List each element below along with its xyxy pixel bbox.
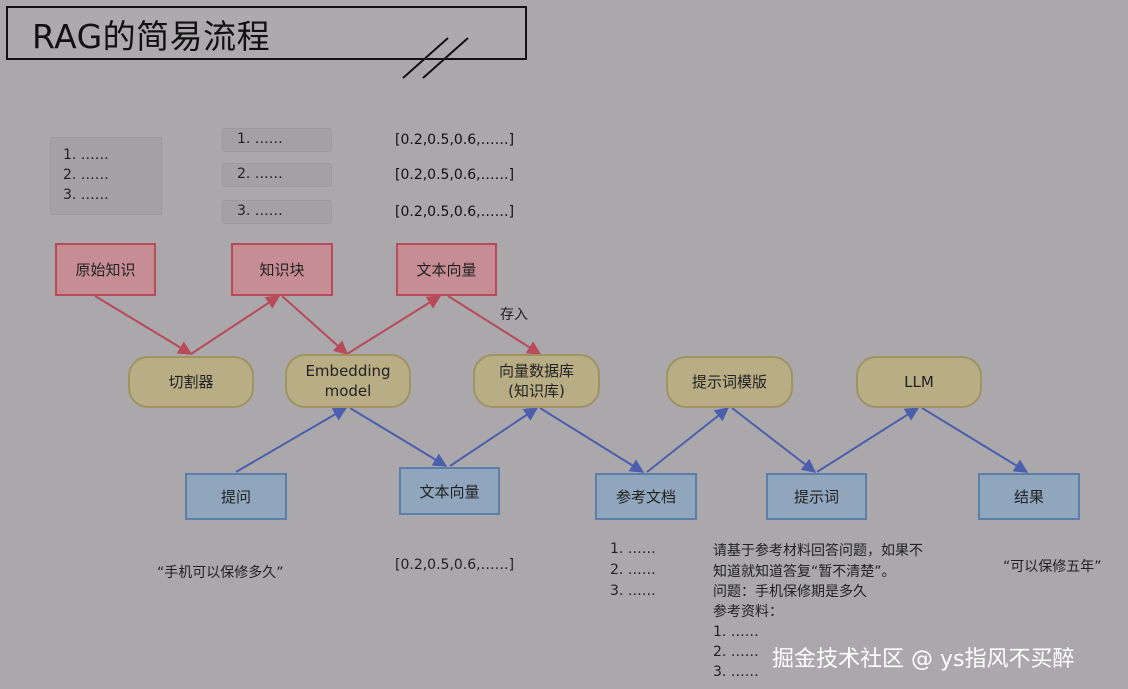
prompt-text-line: 2. …… [713,644,759,660]
prompt-text-line: 请基于参考材料回答问题，如果不 [713,543,923,559]
node-vector-db: 向量数据库 (知识库) [473,354,600,408]
prompt-text-line: 问题：手机保修期是多久 [713,584,867,600]
node-label: 知识块 [259,261,305,279]
node-embedding-model: Embedding model [285,354,411,408]
list-item: 3. …… [63,187,109,203]
node-label: model [324,382,372,400]
vector-text: [0.2,0.5,0.6,……] [395,132,515,148]
node-label: 提示词 [793,488,839,506]
node-question: 提问 [185,473,287,520]
vector-text: [0.2,0.5,0.6,……] [395,204,515,220]
node-label: LLM [904,373,934,391]
chunk-row: 1. …… [222,128,332,152]
ref-list-item: 3. …… [610,583,656,599]
question-text: “手机可以保修多久” [157,565,284,581]
node-text-vector-top: 文本向量 [396,243,497,296]
watermark: 掘金技术社区 @ ys指风不买醉 [772,647,1075,672]
result-text: “可以保修五年” [1003,559,1102,575]
node-knowledge-chunk: 知识块 [231,243,333,296]
node-label: 结果 [1013,488,1044,506]
store-label: 存入 [500,307,528,323]
node-raw-knowledge: 原始知识 [55,243,156,296]
ref-list-item: 2. …… [610,562,656,578]
prompt-text-line: 参考资料： [713,604,783,620]
node-label: 文本向量 [419,482,480,501]
node-result: 结果 [978,473,1080,520]
node-text-vector-bottom: 文本向量 [399,467,500,515]
node-llm: LLM [856,356,982,408]
node-label: 原始知识 [75,261,136,279]
node-label: 参考文档 [615,488,676,506]
vector-text-bottom: [0.2,0.5,0.6,……] [395,557,515,573]
prompt-text-line: 1. …… [713,624,759,640]
node-prompt-template: 提示词模版 [666,356,793,408]
node-splitter: 切割器 [128,356,254,408]
title-frame [6,6,527,60]
ref-list-item: 1. …… [610,541,656,557]
raw-knowledge-list: 1. …… 2. …… 3. …… [50,137,162,215]
node-label: 切割器 [168,373,214,391]
chunk-row: 2. …… [222,163,332,187]
node-reference-docs: 参考文档 [595,473,697,520]
list-item: 1. …… [63,147,109,163]
node-prompt: 提示词 [766,473,867,520]
list-item: 2. …… [63,167,109,183]
prompt-text-line: 知道就知道答复“暂不清楚”。 [713,564,896,580]
node-label: Embedding [305,362,391,380]
node-label: 文本向量 [416,261,477,279]
vector-text: [0.2,0.5,0.6,……] [395,167,515,183]
node-label: 向量数据库 [498,362,574,380]
diagram-title: RAG的简易流程 [32,17,271,56]
node-label: (知识库) [508,382,565,400]
chunk-row: 3. …… [222,200,332,224]
prompt-text-line: 3. …… [713,664,759,680]
node-label: 提问 [220,488,251,506]
node-label: 提示词模版 [691,373,767,391]
